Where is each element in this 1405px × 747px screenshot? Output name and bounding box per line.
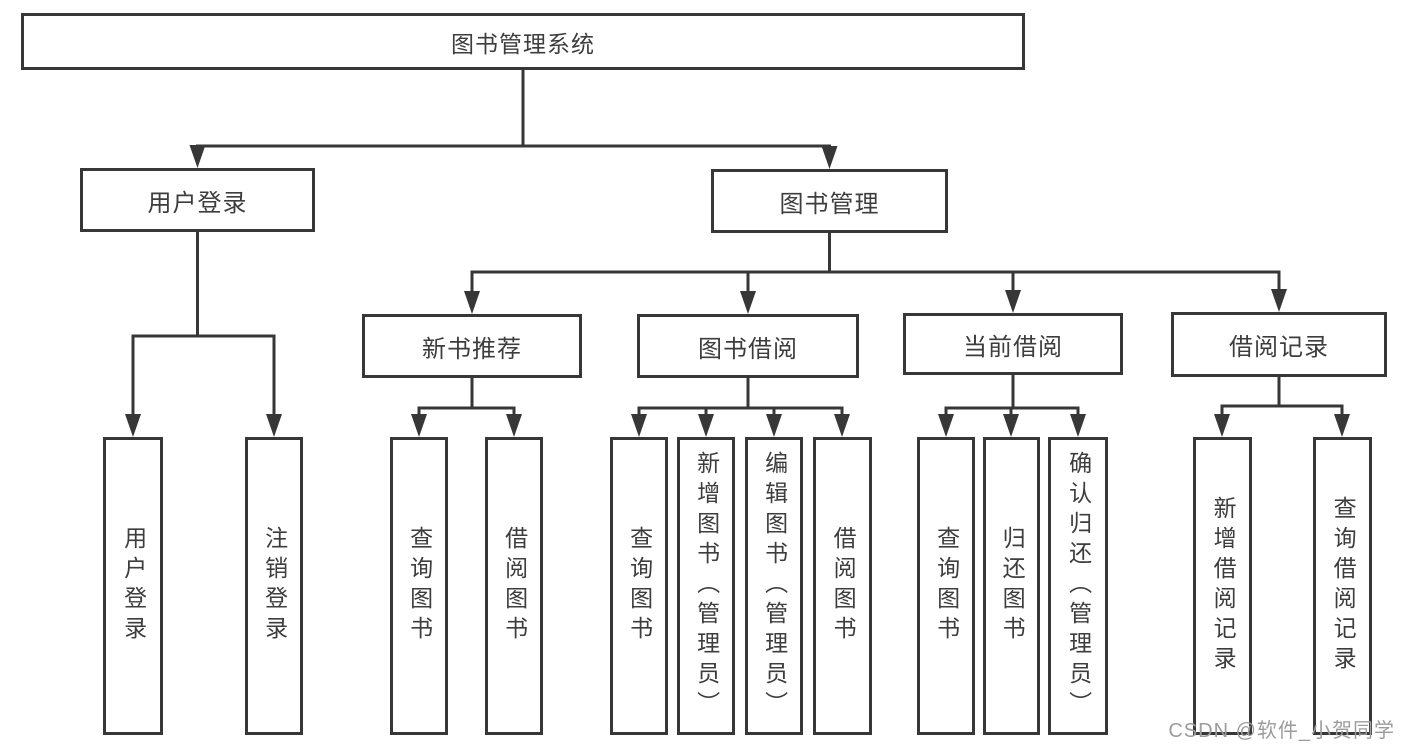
- node-current-borrowing: 当前借阅: [903, 313, 1123, 375]
- node-return-books: 归还图书: [983, 437, 1040, 735]
- node-borrowing-records: 借阅记录: [1171, 312, 1387, 377]
- node-add-books-admin: 新增图书（管理员）: [677, 437, 735, 735]
- node-borrow-books: 借阅图书: [813, 437, 872, 735]
- node-add-borrow-record: 新增借阅记录: [1193, 437, 1252, 735]
- node-book-management: 图书管理: [711, 169, 948, 233]
- node-logout: 注销登录: [245, 437, 303, 735]
- node-user-login-leaf: 用户登录: [103, 437, 163, 735]
- node-query-books-borrowing: 查询图书: [610, 437, 668, 735]
- node-query-books-current: 查询图书: [917, 437, 975, 735]
- node-user-login: 用户登录: [80, 168, 315, 232]
- node-book-borrowing: 图书借阅: [637, 314, 859, 378]
- node-query-books-recommend: 查询图书: [390, 437, 448, 735]
- node-confirm-return-admin: 确认归还（管理员）: [1048, 437, 1108, 735]
- node-edit-books-admin: 编辑图书（管理员）: [745, 437, 803, 735]
- node-library-management-system: 图书管理系统: [21, 13, 1025, 70]
- csdn-watermark: CSDN @软件_小贺同学: [1168, 720, 1395, 742]
- node-borrow-books-recommend: 借阅图书: [485, 437, 543, 735]
- node-new-book-recommendation: 新书推荐: [362, 314, 582, 378]
- node-query-borrow-record: 查询借阅记录: [1313, 437, 1372, 735]
